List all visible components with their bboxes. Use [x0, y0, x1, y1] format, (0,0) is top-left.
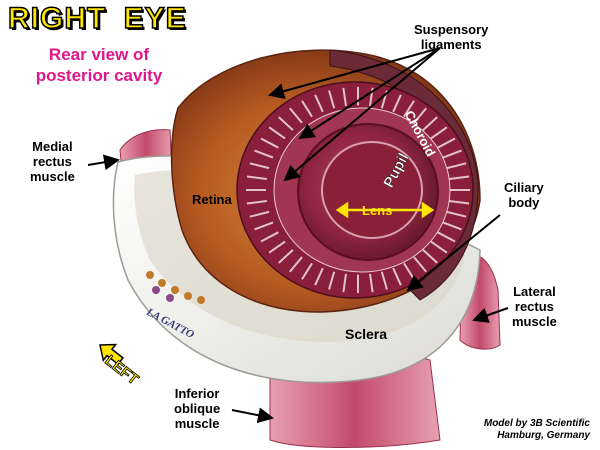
- ciliary-process: [342, 273, 347, 293]
- ciliary-process: [314, 94, 324, 113]
- label-lens: Lens: [362, 203, 393, 218]
- ciliary-process: [430, 126, 448, 140]
- pointer-arrow-icon: [406, 214, 501, 292]
- ciliary-process: [328, 90, 336, 109]
- ciliary-process: [422, 116, 438, 131]
- ciliary-process: [254, 221, 274, 231]
- label-inferior-oblique: Inferior oblique muscle: [174, 386, 221, 431]
- ciliary-process: [260, 231, 279, 243]
- label-medial-rectus: Medial rectus muscle: [30, 139, 75, 184]
- label-ciliary-body: Ciliary body: [504, 180, 544, 210]
- pointer-arrow-icon: [231, 407, 274, 424]
- ciliary-process: [422, 249, 438, 264]
- ciliary-process: [413, 256, 427, 273]
- ciliary-process: [442, 149, 462, 159]
- ciliary-process: [380, 271, 388, 290]
- ciliary-process: [430, 240, 448, 254]
- ciliary-process: [342, 87, 347, 107]
- ciliary-process: [446, 210, 467, 218]
- ciliary-process: [446, 162, 467, 170]
- pointer-arrow-icon: [472, 307, 509, 323]
- lens-width-arrow: [335, 201, 435, 219]
- ciliary-process: [437, 137, 456, 149]
- page-subtitle: Rear view of posterior cavity: [35, 45, 163, 85]
- ciliary-process: [392, 267, 402, 286]
- left-arrow-icon: [99, 343, 125, 366]
- ciliary-process: [254, 149, 274, 159]
- credit-text: Model by 3B Scientific Hamburg, Germany: [483, 418, 590, 441]
- ciliary-process: [442, 221, 462, 231]
- ciliary-process: [260, 137, 279, 149]
- label-retina: Retina: [192, 192, 232, 207]
- ciliary-process: [278, 116, 294, 131]
- ciliary-process: [301, 262, 313, 280]
- ciliary-process: [449, 175, 470, 180]
- pointer-lines: [87, 47, 509, 424]
- ciliary-process: [301, 100, 313, 118]
- ciliary-process: [246, 200, 267, 205]
- ciliary-process: [392, 94, 402, 113]
- decorative-dots: [146, 271, 205, 304]
- page-title: RIGHT EYE: [7, 1, 187, 36]
- ciliary-process: [437, 231, 456, 243]
- label-sclera: Sclera: [345, 326, 388, 342]
- label-lateral-rectus: Lateral rectus muscle: [512, 284, 557, 329]
- ciliary-process: [268, 240, 286, 254]
- pointer-arrow-icon: [268, 47, 441, 99]
- ciliary-process: [268, 126, 286, 140]
- ciliary-process: [289, 256, 303, 273]
- ciliary-process: [246, 175, 267, 180]
- pointer-arrow-icon: [298, 47, 441, 140]
- label-suspensory-ligaments: Suspensory ligaments: [414, 22, 489, 52]
- pointer-arrow-icon: [87, 154, 120, 171]
- ciliary-process: [314, 267, 324, 286]
- ciliary-process: [413, 107, 427, 124]
- ciliary-process: [249, 162, 270, 170]
- ciliary-process: [449, 200, 470, 205]
- ciliary-process: [403, 100, 415, 118]
- pointer-arrow-icon: [283, 47, 441, 182]
- ciliary-process: [369, 273, 374, 293]
- ciliary-process: [249, 210, 270, 218]
- ciliary-process: [289, 107, 303, 124]
- ciliary-process: [328, 271, 336, 290]
- ciliary-process: [278, 249, 294, 264]
